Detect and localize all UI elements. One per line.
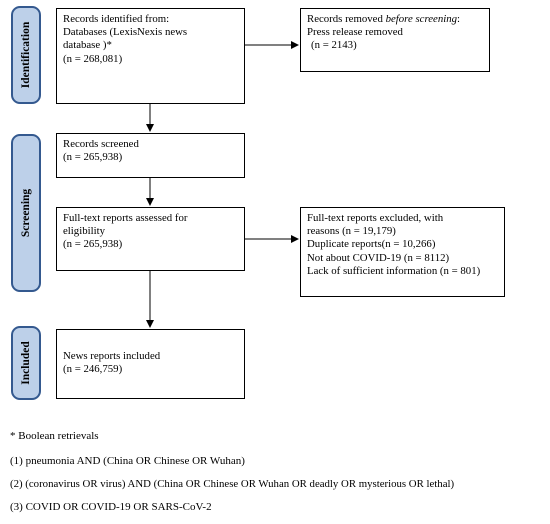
fulltext-excluded-box: Full-text reports excluded, with reasons… <box>300 207 505 297</box>
footnote-retrieval-3: (3) COVID OR COVID-19 OR SARS-CoV-2 <box>10 501 212 513</box>
box-line: (n = 265,938) <box>63 151 123 164</box>
stage-included: Included <box>11 326 41 400</box>
removed-emphasis: before screening <box>385 13 458 25</box>
box-line: Databases (LexisNexis news <box>63 26 188 39</box>
removed-suffix: : <box>457 13 461 25</box>
box-line: Records screened <box>63 138 139 150</box>
box-line: Records identified from: <box>63 13 170 25</box>
stage-screening: Screening <box>11 134 41 292</box>
records-removed-box: Records removed before screening: Press … <box>300 8 490 72</box>
box-line: (n = 2143) <box>311 39 357 52</box>
box-line: Press release removed <box>307 26 403 39</box>
box-line: Full-text reports assessed for <box>63 212 188 224</box>
box-line: reasons (n = 19,179) <box>307 225 396 238</box>
news-included-box: News reports included (n = 246,759) <box>56 329 245 399</box>
box-line: News reports included <box>63 350 161 362</box>
records-screened-box: Records screened (n = 265,938) <box>56 133 245 178</box>
box-line: (n = 265,938) <box>63 238 123 251</box>
box-line: eligibility <box>63 225 105 238</box>
box-line: Not about COVID-19 (n = 8112) <box>307 251 450 264</box>
box-line: Full-text reports excluded, with <box>307 212 444 224</box>
box-line: Records removed before screening: <box>307 13 483 26</box>
footnote-retrieval-2: (2) (coronavirus OR virus) AND (China OR… <box>10 478 455 490</box>
box-line: (n = 246,759) <box>63 363 123 376</box>
removed-prefix: Records removed <box>307 13 386 25</box>
records-identified-box: Records identified from: Databases (Lexi… <box>56 8 245 104</box>
fulltext-assessed-box: Full-text reports assessed for eligibili… <box>56 207 245 271</box>
box-line: Lack of sufficient information (n = 801) <box>307 264 481 277</box>
footnote-heading: * Boolean retrievals <box>10 430 99 442</box>
box-line: (n = 268,081) <box>63 52 123 65</box>
box-line: database )* <box>63 39 112 52</box>
stage-identification: Identification <box>11 6 41 104</box>
box-line: Duplicate reports(n = 10,266) <box>307 238 436 251</box>
footnote-retrieval-1: (1) pneumonia AND (China OR Chinese OR W… <box>10 455 245 467</box>
